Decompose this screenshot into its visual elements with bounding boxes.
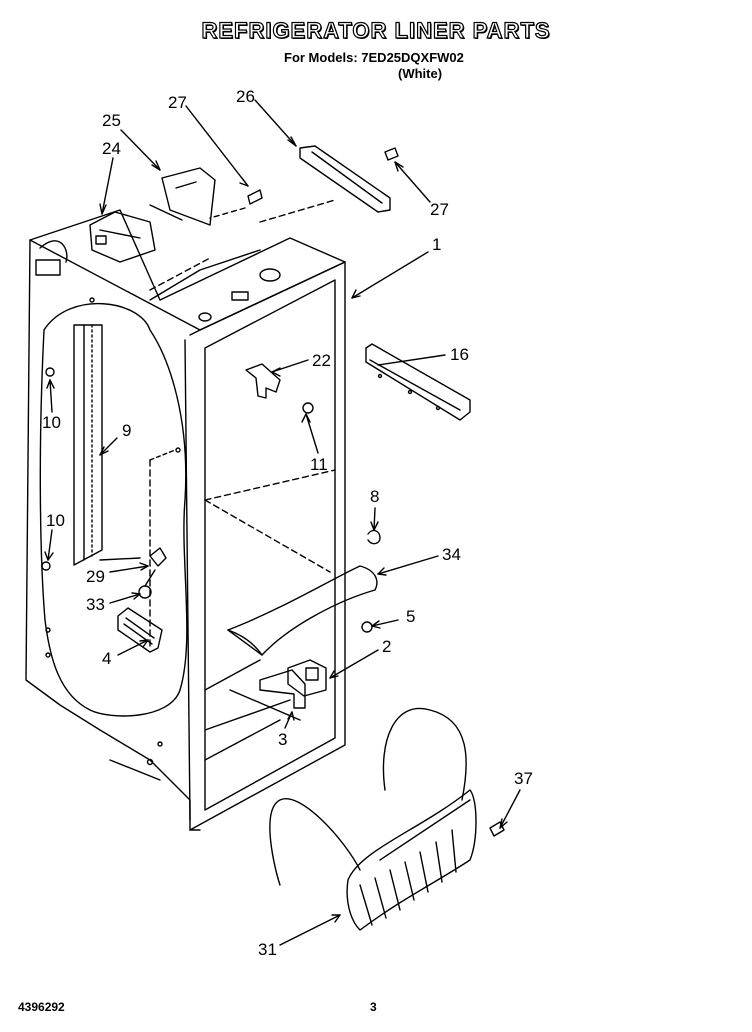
- callout-29: 29: [86, 567, 105, 586]
- fasteners: [41, 147, 505, 837]
- callout-31: 31: [258, 940, 277, 959]
- side-bracket: [365, 343, 471, 421]
- callout-8: 8: [370, 487, 379, 506]
- callout-27-left: 27: [168, 93, 187, 112]
- lower-bracket-2: [287, 659, 327, 697]
- callout-10-lower: 10: [46, 511, 65, 530]
- callout-3: 3: [278, 730, 287, 749]
- callout-27-right: 27: [430, 200, 449, 219]
- callout-10-upper: 10: [42, 413, 61, 432]
- light-bulb: [138, 569, 156, 599]
- vent-grille: [117, 607, 163, 653]
- document-number: 4396292: [18, 1000, 65, 1014]
- callout-37: 37: [514, 769, 533, 788]
- color-line: (White): [398, 66, 443, 81]
- callout-34: 34: [442, 545, 461, 564]
- callout-16: 16: [450, 345, 469, 364]
- callout-9: 9: [122, 421, 131, 440]
- crisper-wire: [269, 707, 471, 886]
- leader-lines: [44, 99, 521, 946]
- callout-5: 5: [406, 607, 415, 626]
- page-number: 3: [370, 1000, 377, 1014]
- control-module: [89, 211, 156, 263]
- callout-25: 25: [102, 111, 121, 130]
- callout-24: 24: [102, 139, 121, 158]
- callout-11: 11: [310, 455, 328, 474]
- callout-22: 22: [312, 351, 331, 370]
- page-title: REFRIGERATOR LINER PARTS: [201, 17, 551, 43]
- lower-bracket-3: [259, 669, 306, 709]
- callout-1: 1: [432, 235, 441, 254]
- shelf-cover: [227, 565, 378, 656]
- models-line: For Models: 7ED25DQXFW02: [284, 50, 464, 65]
- callout-2: 2: [382, 637, 391, 656]
- small-bracket: [245, 363, 281, 399]
- top-bracket: [299, 145, 391, 213]
- crisper-pan: [346, 789, 477, 931]
- module-bracket: [149, 167, 216, 226]
- callout-26: 26: [236, 87, 255, 106]
- callout-4: 4: [102, 649, 111, 668]
- liner-body: [25, 199, 346, 831]
- light-socket: [99, 547, 167, 567]
- callout-33: 33: [86, 595, 105, 614]
- callout-labels: 1 2 3 4 5 8 9 10 10 11 16 22 24 25 26 27…: [42, 87, 533, 959]
- rail-part: [73, 324, 103, 566]
